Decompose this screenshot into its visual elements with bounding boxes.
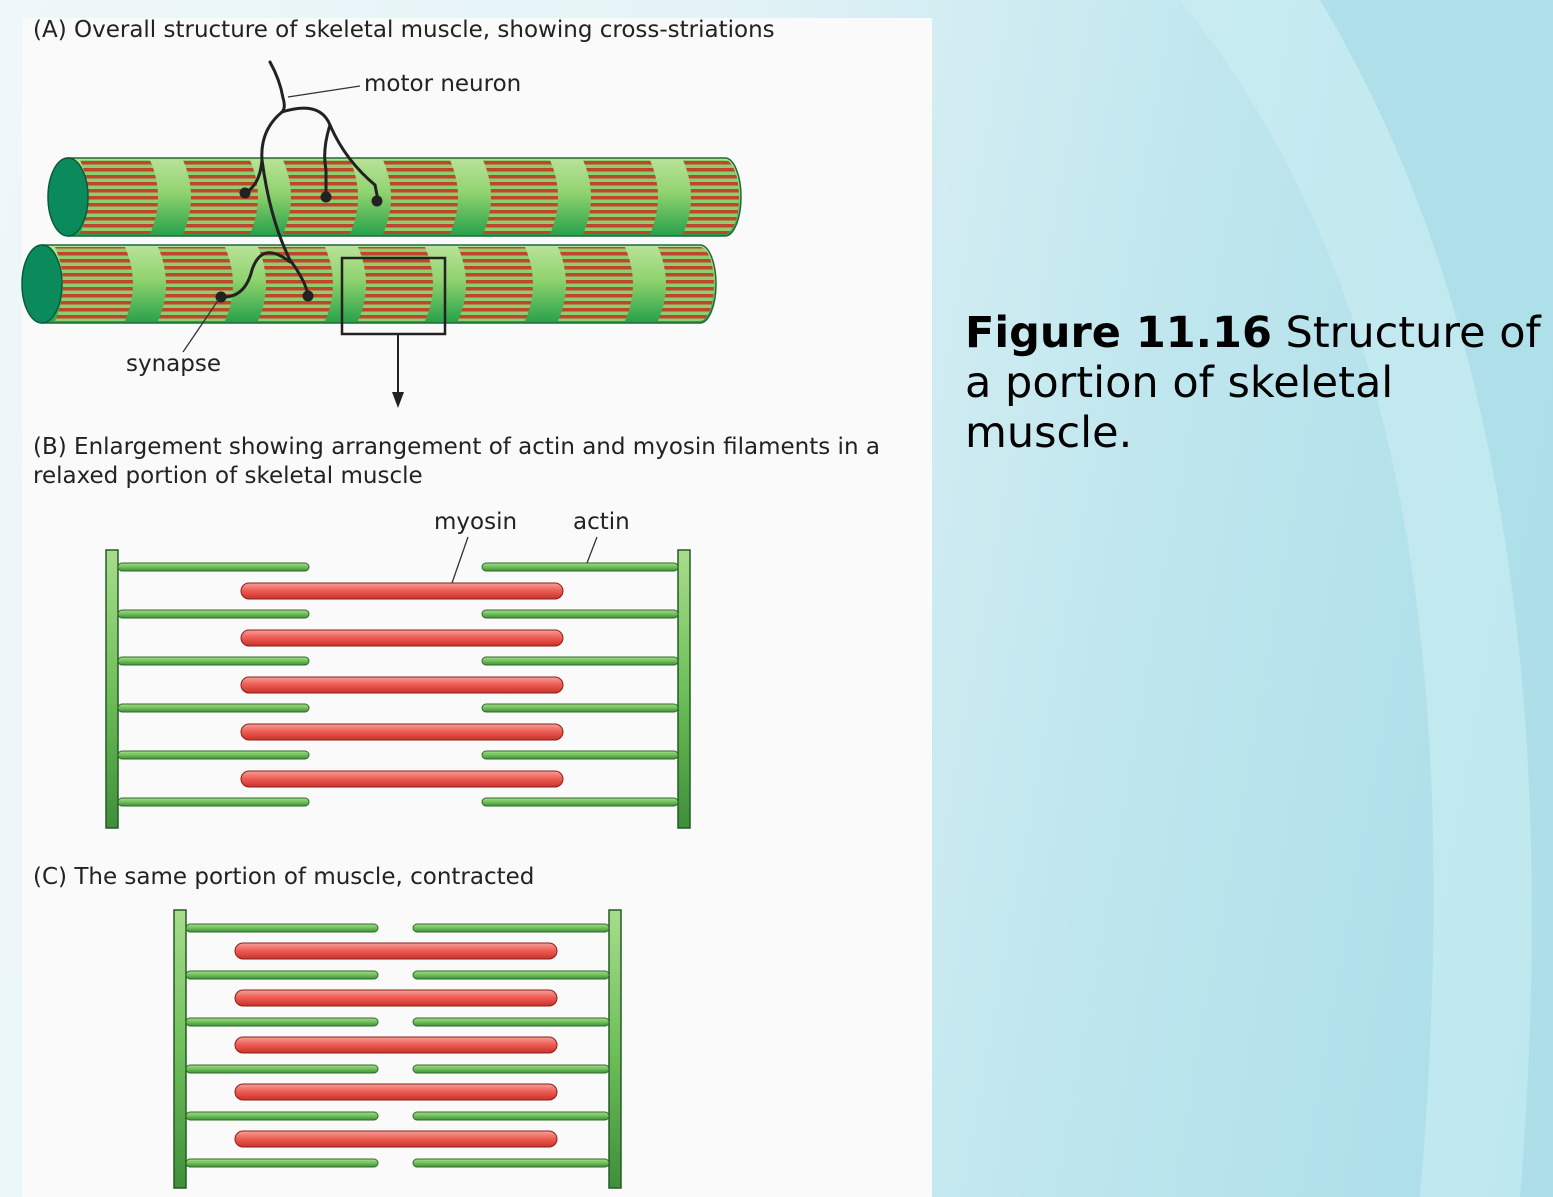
striation-bands-1 [80, 160, 739, 234]
synapse-label: synapse [126, 351, 221, 377]
contracted-sarcomere [173, 909, 622, 1189]
myosin-label: myosin [434, 509, 518, 535]
myosin-filaments-relaxed [240, 582, 564, 788]
motor-neuron-leader [287, 85, 361, 98]
muscle-fiber-1 [47, 157, 742, 237]
figure-caption: Figure 11.16 Structure of a portion of s… [965, 308, 1545, 458]
muscle-fiber-2 [21, 244, 717, 324]
actin-leader [586, 536, 598, 564]
z-line-left-contracted [173, 909, 187, 1189]
panel-a-title: (A) Overall structure of skeletal muscle… [33, 17, 775, 43]
z-line-right-contracted [608, 909, 622, 1189]
z-line-left-relaxed [105, 549, 119, 829]
motor-neuron [220, 60, 380, 299]
panel-c-title: (C) The same portion of muscle, contract… [33, 864, 535, 890]
caption-text: Structure of a portion of skeletal muscl… [965, 308, 1541, 458]
enlargement-arrowhead [392, 392, 404, 408]
synapse-leader [182, 298, 220, 353]
actin-label: actin [573, 509, 630, 535]
panel-b-title-line2: relaxed portion of skeletal muscle [33, 463, 423, 489]
myosin-leader [451, 536, 469, 584]
enlargement-box [340, 256, 447, 336]
actin-filaments-contracted [185, 923, 610, 1168]
actin-filaments-relaxed [117, 562, 679, 807]
z-line-right-relaxed [677, 549, 691, 829]
motor-neuron-label: motor neuron [364, 71, 522, 97]
myosin-filaments-contracted [234, 942, 558, 1148]
relaxed-sarcomere [105, 536, 691, 829]
striation-bands-2 [55, 247, 714, 321]
figure-number: Figure 11.16 [965, 308, 1272, 358]
panel-b-title-line1: (B) Enlargement showing arrangement of a… [33, 434, 880, 460]
